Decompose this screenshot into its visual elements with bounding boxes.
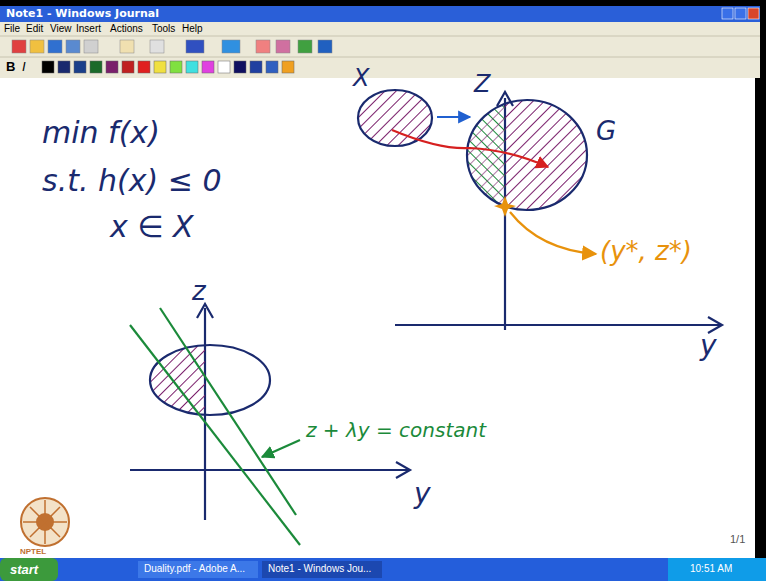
menu-item: Help	[182, 24, 203, 34]
handwritten-formula: s.t. h(x) ≤ 0	[42, 166, 221, 196]
logo-text: NPTEL	[20, 548, 46, 556]
toolbar-button: B	[6, 60, 15, 73]
set-label: X	[353, 66, 369, 90]
line-equation: z + λy = constant	[306, 420, 486, 440]
axis-label: y	[700, 332, 717, 360]
menu-item: Insert	[76, 24, 101, 34]
menu-item: File	[4, 24, 20, 34]
taskbar-button: Note1 - Windows Jou...	[268, 564, 371, 574]
window-title: Note1 - Windows Journal	[6, 8, 159, 19]
page-number: 1/1	[730, 534, 745, 545]
point-label: (y*, z*)	[600, 238, 692, 264]
axis-label: Z	[474, 72, 490, 96]
handwritten-formula: x ∈ X	[110, 212, 194, 242]
menu-item: Actions	[110, 24, 143, 34]
set-label: G	[596, 118, 616, 144]
clock: 10:51 AM	[690, 564, 732, 574]
menu-item: Edit	[26, 24, 43, 34]
axis-label: z	[192, 278, 206, 304]
handwritten-formula: min f(x)	[42, 118, 160, 148]
toolbar-button: I	[22, 60, 26, 73]
menu-item: Tools	[152, 24, 175, 34]
menu-item: View	[50, 24, 72, 34]
start-button: start	[10, 563, 38, 576]
axis-label: y	[414, 480, 431, 508]
taskbar-button: Duality.pdf - Adobe A...	[144, 564, 245, 574]
